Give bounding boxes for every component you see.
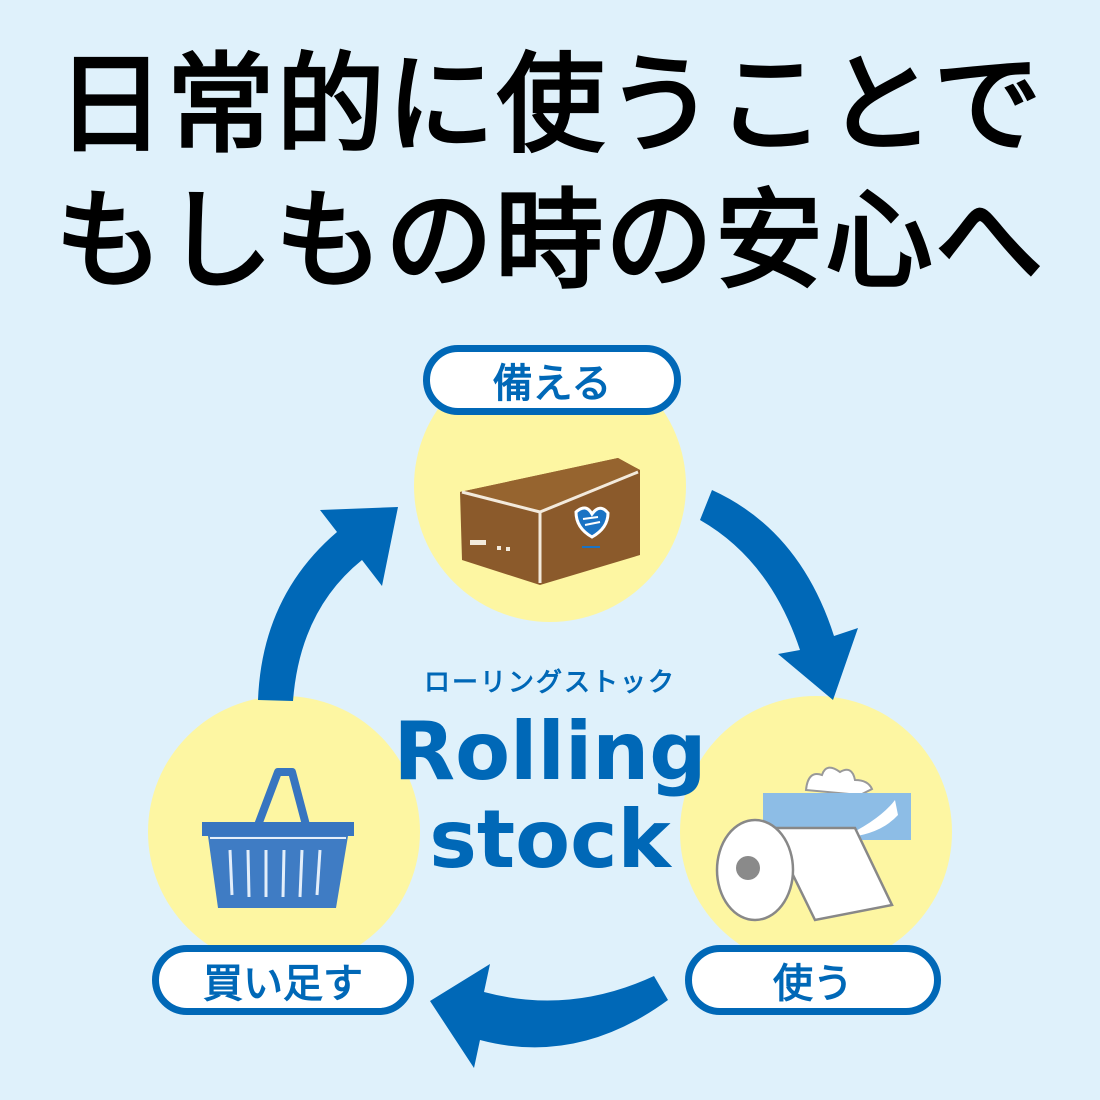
rolling-stock-title-line1: Rolling	[393, 705, 707, 798]
arrow-use-to-restock	[430, 964, 668, 1068]
headline-line1: 日常的に使うことで	[56, 43, 1044, 168]
step-label-use: 使う	[685, 945, 941, 1015]
step-label-prepare: 備える	[423, 345, 681, 415]
cardboard-box-icon	[460, 458, 640, 585]
headline-line2: もしもの時の安心へ	[54, 179, 1045, 304]
rolling-stock-title-line2: stock	[429, 793, 671, 886]
arrow-restock-to-prepare	[258, 507, 398, 701]
rolling-stock-kana: ローリングストック	[423, 668, 676, 698]
shopping-basket-icon	[202, 768, 354, 908]
arrow-prepare-to-use	[700, 490, 858, 700]
step-label-restock: 買い足す	[152, 945, 414, 1015]
toilet-paper-tissue-icon	[715, 766, 911, 922]
